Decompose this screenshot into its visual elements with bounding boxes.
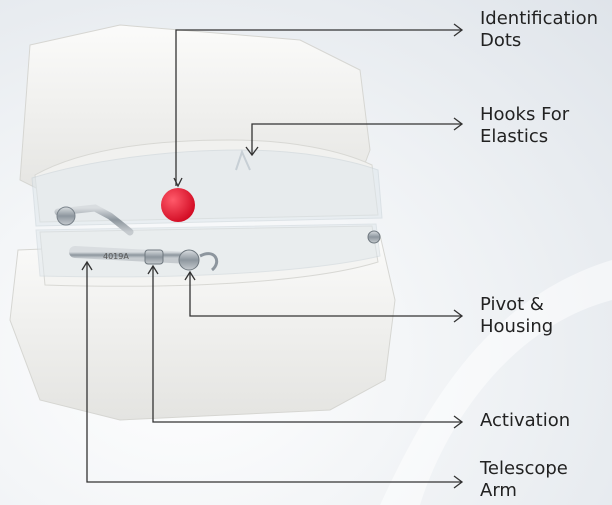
telescope-end-cap	[57, 207, 75, 225]
label-hooks-for-elastics: Hooks For Elastics	[480, 104, 569, 148]
engraving-text: 4019A	[103, 252, 129, 261]
label-activation: Activation	[480, 410, 570, 432]
activation-screw	[145, 250, 163, 264]
rear-pin	[368, 231, 380, 243]
label-pivot-housing: Pivot & Housing	[480, 294, 553, 338]
identification-dot	[161, 188, 195, 222]
label-identification-dots: Identification Dots	[480, 8, 598, 52]
pivot-housing	[179, 250, 199, 270]
label-telescope-arm: Telescope Arm	[480, 458, 568, 502]
telescope-tube	[75, 252, 190, 258]
